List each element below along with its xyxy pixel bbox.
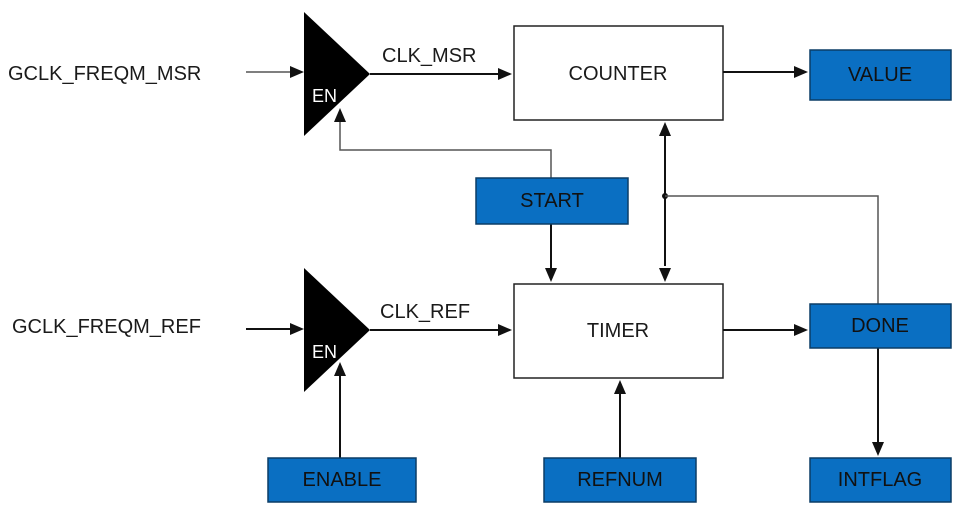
register-enable: [267, 457, 417, 503]
wire-start-enable-msr: [339, 120, 552, 178]
counter-block-label: COUNTER: [569, 63, 668, 85]
arrowhead-clk-ref: [498, 324, 512, 336]
gate-en-label-ref: EN: [312, 342, 337, 362]
arrowhead-msr-input: [290, 66, 304, 78]
input-label-gclk-freqm-ref: GCLK_FREQM_REF: [12, 316, 201, 338]
arrowhead-enable-gate: [334, 362, 346, 376]
arrowhead-ref-input: [290, 323, 304, 335]
register-enable-label: ENABLE: [303, 469, 382, 491]
enable-gate-ref: [304, 268, 370, 392]
register-start-label: START: [520, 190, 584, 212]
register-value: [809, 49, 952, 101]
register-start: [475, 177, 629, 225]
clk-msr-label: CLK_MSR: [382, 45, 476, 67]
arrowhead-to-timer: [659, 268, 671, 282]
register-intflag: [809, 457, 952, 503]
clk-ref-label: CLK_REF: [380, 301, 470, 323]
arrowhead-intflag: [872, 442, 884, 456]
counter-block: [513, 25, 724, 121]
timer-block-label: TIMER: [587, 320, 649, 342]
arrowhead-done: [794, 324, 808, 336]
arrowhead-value: [794, 66, 808, 78]
input-label-gclk-freqm-msr: GCLK_FREQM_MSR: [8, 63, 201, 85]
arrowhead-refnum-timer: [614, 380, 626, 394]
arrowhead-to-counter: [659, 122, 671, 136]
arrowhead-start-timer: [545, 268, 557, 282]
enable-gate-msr: [304, 12, 370, 136]
gate-en-label-msr: EN: [312, 86, 337, 106]
arrowhead-clk-msr: [498, 68, 512, 80]
register-done-label: DONE: [851, 315, 909, 337]
register-value-label: VALUE: [848, 64, 912, 86]
register-refnum: [543, 457, 697, 503]
register-intflag-label: INTFLAG: [838, 469, 922, 491]
wire-done-feedback: [665, 195, 879, 304]
register-done: [809, 303, 952, 349]
arrowhead-start-gate: [334, 108, 346, 122]
register-refnum-label: REFNUM: [577, 469, 663, 491]
